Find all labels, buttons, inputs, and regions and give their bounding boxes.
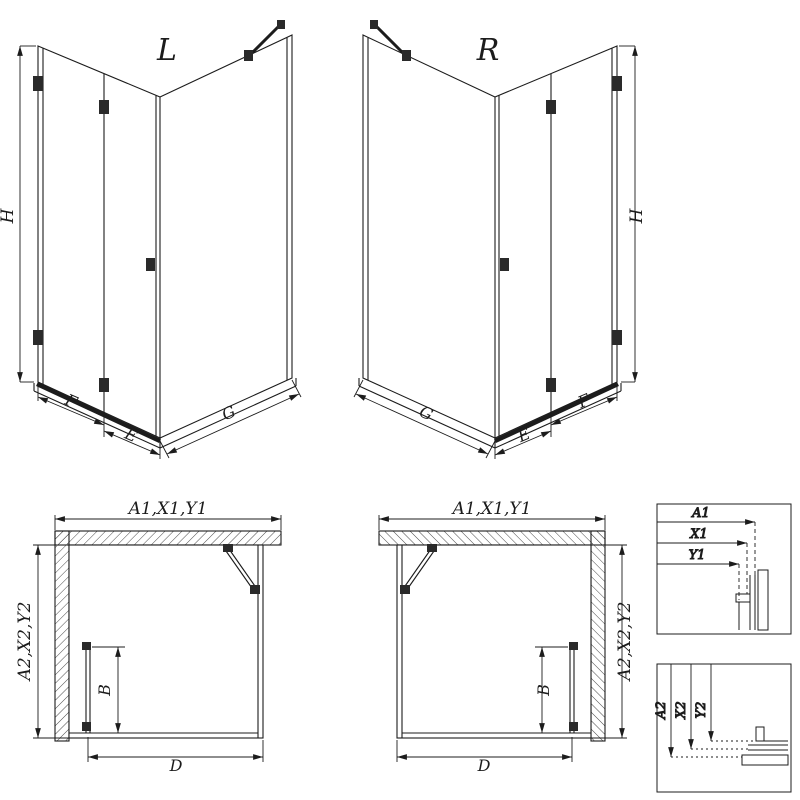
detail-depth-dims: A2 X2 Y2 (654, 663, 792, 793)
iso-left-diagram: L H F E G (0, 20, 301, 459)
variant-label-right: R (476, 33, 500, 68)
wall-profile-section (735, 569, 769, 631)
dim-label-h-right: H (627, 207, 647, 224)
dim-label-f-right: F (574, 390, 593, 413)
dim-label-g-left: G (219, 402, 239, 425)
detail-width-dims: A1 X1 Y1 (656, 503, 792, 635)
enclosure-geometry-right (354, 20, 635, 459)
dim-label-h-left: H (0, 207, 18, 224)
detail-label-y1: Y1 (689, 548, 706, 563)
variant-label-left: L (156, 33, 177, 68)
tray-profile-section (741, 726, 789, 766)
detail-box-frame (656, 503, 792, 635)
dim-label-a2x2y2-right: A2,X2,Y2 (615, 602, 635, 683)
plan-geometry-left (33, 515, 281, 762)
detail-box-frame (656, 663, 792, 793)
dim-label-e-right: E (514, 424, 533, 447)
plan-left-diagram: A1,X1,Y1 A2,X2,Y2 B D (15, 499, 281, 775)
dim-label-d-left: D (169, 756, 183, 775)
detail-label-a1: A1 (691, 506, 710, 521)
detail-label-x1: X1 (689, 527, 708, 542)
detail-label-x2: X2 (674, 701, 689, 720)
detail-label-a2: A2 (654, 701, 669, 720)
enclosure-geometry-left (20, 20, 301, 459)
iso-right-diagram: R H F E G (354, 20, 647, 459)
dim-label-a2x2y2-left: A2,X2,Y2 (15, 602, 35, 683)
dim-label-a1x1y1-left: A1,X1,Y1 (127, 499, 208, 519)
plan-right-diagram: A1,X1,Y1 A2,X2,Y2 B D (379, 499, 635, 775)
dim-label-e-left: E (121, 424, 140, 447)
dim-label-b-left: B (95, 684, 114, 697)
dim-label-a1x1y1-right: A1,X1,Y1 (451, 499, 532, 519)
dim-label-g-right: G (417, 402, 437, 425)
detail-label-y2: Y2 (694, 702, 709, 719)
dim-label-b-right: B (534, 684, 553, 697)
plan-geometry-right (379, 515, 627, 762)
dim-label-d-right: D (477, 756, 491, 775)
